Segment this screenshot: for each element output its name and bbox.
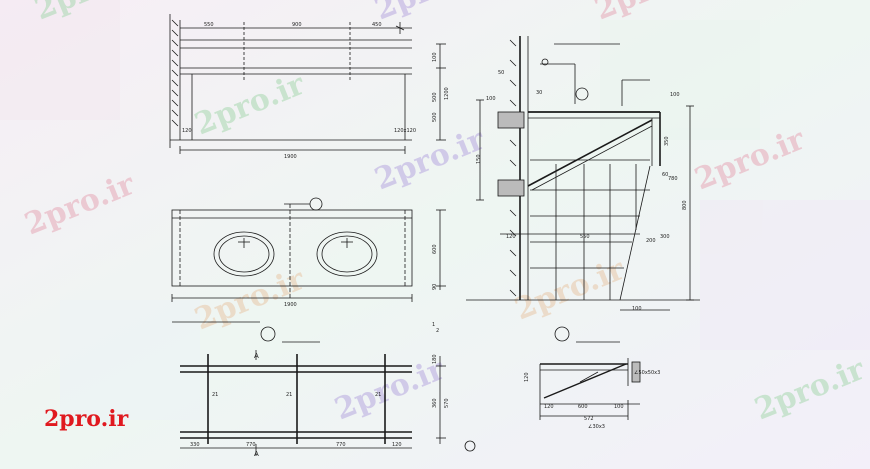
dim-sec-360: 360	[432, 398, 438, 408]
dim-plan-550: 550	[204, 22, 214, 28]
dim-sec-330: 330	[190, 442, 200, 448]
dim-side-500: 500	[432, 92, 438, 102]
dim-side-500b: 500	[432, 112, 438, 122]
brand-logo-text: 2pro.ir	[44, 406, 129, 432]
dim-mark-120: 120	[182, 128, 192, 134]
dim-r-780: 780	[668, 176, 678, 182]
dim-sec-570: 570	[444, 398, 450, 408]
dim-side-1200: 1200	[444, 87, 450, 100]
counter-elevation	[169, 14, 446, 154]
dim-sec-180: 180	[432, 354, 438, 364]
dim-side-100: 100	[432, 52, 438, 62]
section-mark-1: 1	[432, 322, 435, 328]
bracket-detail	[539, 326, 641, 420]
dim-r-100c: 100	[670, 92, 680, 98]
dim-sec-770b: 770	[336, 442, 346, 448]
detail-600: 600	[578, 404, 588, 410]
dim-mark-120x120: 120x120	[394, 128, 416, 134]
basin-plan	[171, 197, 446, 343]
dim-r-30: 30	[536, 90, 542, 96]
dim-r-120: 120	[506, 234, 516, 240]
dim-r-60: 60	[662, 172, 668, 178]
detail-100: 100	[614, 404, 624, 410]
section-mark-2: 2	[436, 328, 439, 334]
dim-sec-120: 120	[392, 442, 402, 448]
dim-r-100b: 100	[632, 306, 642, 312]
dim-basin-1900: 1900	[284, 302, 297, 308]
dimension-labels: 550 900 450 1900 100 500 1200 500 120 12…	[182, 22, 688, 458]
member-mark-21a: 21	[212, 392, 218, 398]
dim-r-50: 50	[498, 70, 504, 76]
member-mark-21b: 21	[286, 392, 292, 398]
dim-sec-770a: 770	[246, 442, 256, 448]
detail-angle-30: ∠30x3	[588, 424, 605, 430]
dim-r-100: 100	[486, 96, 496, 102]
detail-572: 572	[584, 416, 594, 422]
dim-basin-90: 90	[432, 284, 438, 290]
dim-r-550: 550	[580, 234, 590, 240]
dim-plan-1900: 1900	[284, 154, 297, 160]
dim-plan-450: 450	[372, 22, 382, 28]
dim-r-150: 150	[476, 154, 482, 164]
dim-r-300: 300	[660, 234, 670, 240]
bracket-section	[466, 36, 700, 311]
section-a	[180, 350, 476, 456]
section-mark-a-bottom: A	[254, 450, 259, 458]
detail-120: 120	[524, 372, 530, 382]
dim-plan-900: 900	[292, 22, 302, 28]
detail-120b: 120	[544, 404, 554, 410]
dim-r-800: 800	[682, 200, 688, 210]
section-mark-a-top: A	[254, 352, 259, 360]
detail-angle-50: ∠50x50x3	[634, 370, 660, 376]
dim-r-200: 200	[646, 238, 656, 244]
dim-r-350: 350	[664, 136, 670, 146]
dim-basin-600: 600	[432, 244, 438, 254]
member-mark-21c: 21	[375, 392, 381, 398]
